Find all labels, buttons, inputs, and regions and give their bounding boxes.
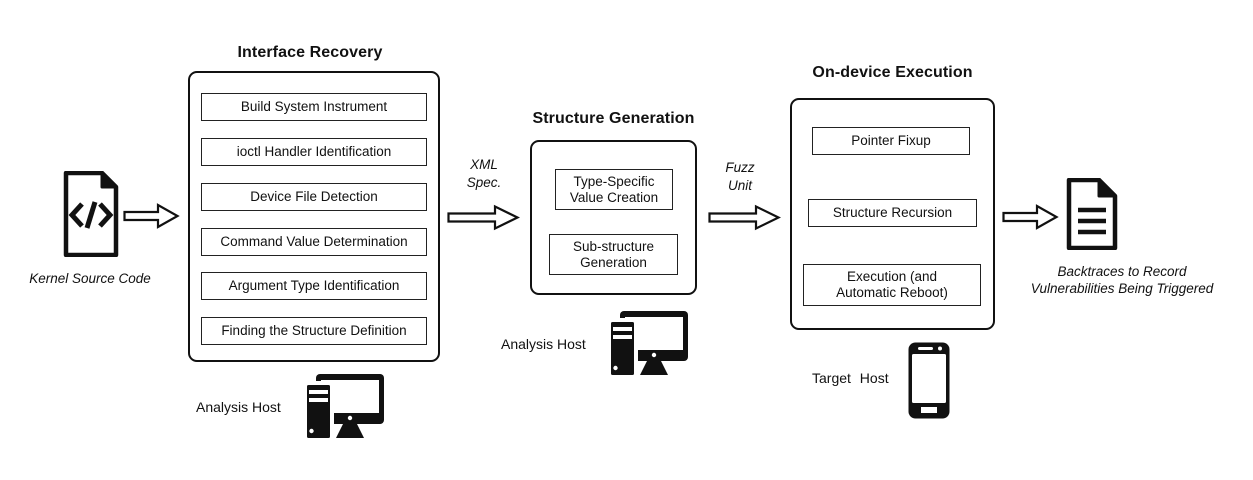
- step-label: Device File Detection: [250, 189, 378, 205]
- analysis-host-2-label: Analysis Host: [501, 336, 586, 352]
- flow-arrow-fuzz-unit: [708, 204, 781, 231]
- analysis-host-1-label: Analysis Host: [196, 399, 281, 415]
- step-label: Structure Recursion: [832, 205, 953, 221]
- stage-title-structure-generation: Structure Generation: [532, 110, 695, 127]
- step-device-file-detection: Device File Detection: [201, 183, 427, 211]
- step-structure-recursion: Structure Recursion: [808, 199, 977, 227]
- desktop-computer-icon: [600, 310, 690, 380]
- step-label: Build System Instrument: [240, 99, 388, 115]
- step-command-value-determination: Command Value Determination: [201, 228, 427, 256]
- step-pointer-fixup: Pointer Fixup: [812, 127, 970, 155]
- step-label: Execution (and Automatic Reboot): [836, 269, 948, 300]
- step-execution-automatic-reboot: Execution (and Automatic Reboot): [803, 264, 981, 306]
- kernel-source-label: Kernel Source Code: [29, 271, 151, 286]
- stage-container-interface-recovery: Build System Instrument ioctl Handler Id…: [188, 71, 440, 362]
- stage-container-on-device-execution: Pointer Fixup Structure Recursion Execut…: [790, 98, 995, 330]
- code-file-icon: [57, 171, 125, 257]
- flow-arrow-xml-spec: [447, 204, 520, 231]
- step-type-specific-value-creation: Type-Specific Value Creation: [555, 169, 673, 210]
- step-build-system-instrument: Build System Instrument: [201, 93, 427, 121]
- stage-container-structure-generation: Type-Specific Value Creation Sub-structu…: [530, 140, 697, 295]
- flow-arrow-input: [123, 202, 181, 230]
- desktop-computer-icon: [296, 373, 386, 443]
- stage-title-on-device-execution: On-device Execution: [812, 64, 973, 81]
- fuzz-unit-label: Fuzz Unit: [725, 160, 755, 193]
- stage-title-interface-recovery: Interface Recovery: [237, 44, 383, 61]
- flow-arrow-output: [1002, 203, 1060, 231]
- step-label: Type-Specific Value Creation: [569, 173, 659, 205]
- step-sub-structure-generation: Sub-structure Generation: [549, 234, 678, 275]
- step-label: Command Value Determination: [220, 234, 408, 250]
- smartphone-icon: [907, 341, 951, 420]
- step-finding-structure-definition: Finding the Structure Definition: [201, 317, 427, 345]
- report-file-icon: [1063, 178, 1121, 250]
- target-host-label: Target Host: [812, 370, 889, 386]
- step-label: Pointer Fixup: [851, 133, 931, 149]
- xml-spec-label: XML Spec.: [466, 157, 502, 190]
- step-argument-type-identification: Argument Type Identification: [201, 272, 427, 300]
- step-label: Argument Type Identification: [228, 278, 400, 294]
- step-ioctl-handler-identification: ioctl Handler Identification: [201, 138, 427, 166]
- backtraces-label: Backtraces to Record Vulnerabilities Bei…: [1030, 264, 1214, 296]
- step-label: ioctl Handler Identification: [236, 144, 392, 160]
- step-label: Sub-structure Generation: [572, 238, 655, 270]
- step-label: Finding the Structure Definition: [221, 323, 407, 339]
